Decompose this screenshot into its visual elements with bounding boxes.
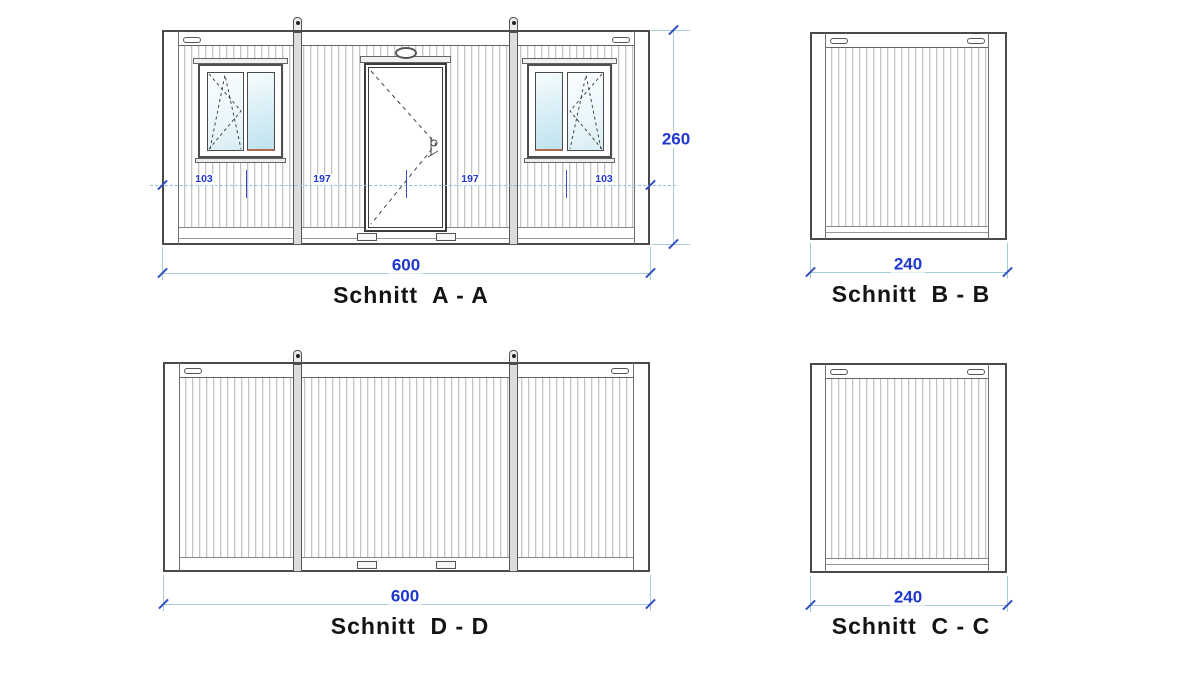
- extension-line: [650, 247, 651, 280]
- window-lintel: [522, 58, 617, 64]
- dimension-tick: [406, 170, 407, 198]
- width-dimension-label: 240: [890, 588, 926, 606]
- dimension-segment-label: 197: [459, 173, 481, 186]
- window-casement-pane: [207, 72, 244, 151]
- door-transom-vent-icon: [395, 47, 417, 59]
- window-glazing-pane: [247, 72, 275, 151]
- view-title-c: Schnitt C - C: [831, 613, 991, 639]
- panel-joint-post: [293, 364, 302, 572]
- door-swing-symbol-icon: [370, 70, 439, 225]
- panel-joint-bolt-icon: [511, 21, 516, 25]
- base-vent: [436, 561, 456, 569]
- corner-fitting-slot: [967, 369, 985, 375]
- corner-column-line: [633, 363, 634, 571]
- corrugated-wall: [180, 377, 633, 558]
- floor-line: [826, 232, 988, 233]
- extension-line: [652, 30, 690, 31]
- view-title-d: Schnitt D - D: [330, 613, 490, 639]
- view-title-a: Schnitt A - A: [333, 282, 489, 308]
- corner-column-line: [988, 33, 989, 239]
- corner-fitting-slot: [612, 37, 630, 43]
- panel-joint-post: [509, 32, 518, 245]
- dimension-segment-label: 103: [593, 173, 615, 186]
- window-glazing-pane: [535, 72, 563, 151]
- dimension-tick: [246, 170, 247, 198]
- extension-line: [163, 575, 164, 611]
- height-dimension-label: 260: [658, 130, 694, 148]
- corner-fitting-slot: [967, 38, 985, 44]
- dimension-segment-label: 103: [193, 173, 215, 186]
- door-leaf: [368, 67, 443, 228]
- width-dimension-label: 600: [387, 587, 423, 605]
- window-casement-pane: [567, 72, 604, 151]
- base-vent: [357, 561, 377, 569]
- corner-fitting-slot: [830, 38, 848, 44]
- extension-line: [650, 575, 651, 611]
- panel-joint-post: [509, 364, 518, 572]
- width-dimension-label: 240: [890, 255, 926, 273]
- floor-line: [826, 564, 988, 565]
- corner-fitting-slot: [184, 368, 202, 374]
- extension-line: [1007, 576, 1008, 612]
- panel-joint-bolt-icon: [295, 21, 300, 25]
- panel-joint-bolt-icon: [511, 354, 516, 358]
- panel-joint-bolt-icon: [295, 354, 300, 358]
- dimension-segment-label: 197: [311, 173, 333, 186]
- corrugated-wall: [826, 378, 988, 559]
- corner-fitting-slot: [830, 369, 848, 375]
- view-title-b: Schnitt B - B: [831, 281, 991, 307]
- extension-line: [652, 244, 690, 245]
- extension-line: [162, 247, 163, 280]
- extension-line: [1007, 243, 1008, 279]
- corrugated-wall: [826, 47, 988, 227]
- corner-column-line: [179, 363, 180, 571]
- dimension-line: [150, 185, 676, 186]
- panel-joint-post: [293, 32, 302, 245]
- window-sill: [524, 158, 615, 163]
- wall-edge-line: [825, 364, 826, 572]
- base-vent: [436, 233, 456, 241]
- bottom-rail-line: [179, 238, 634, 239]
- width-dimension-label: 600: [388, 256, 424, 274]
- extension-line: [810, 243, 811, 279]
- corner-column-line: [988, 364, 989, 572]
- door-frame: [364, 63, 447, 232]
- extension-line: [810, 576, 811, 612]
- window-sill: [195, 158, 286, 163]
- corner-column-line: [178, 31, 179, 244]
- corner-fitting-slot: [611, 368, 629, 374]
- window-opening-symbol-icon: [208, 73, 242, 150]
- dimension-tick: [566, 170, 567, 198]
- window-opening-symbol-icon: [569, 73, 603, 150]
- base-vent: [357, 233, 377, 241]
- wall-edge-line: [825, 33, 826, 239]
- corner-fitting-slot: [183, 37, 201, 43]
- corner-column-line: [634, 31, 635, 244]
- window-lintel: [193, 58, 288, 64]
